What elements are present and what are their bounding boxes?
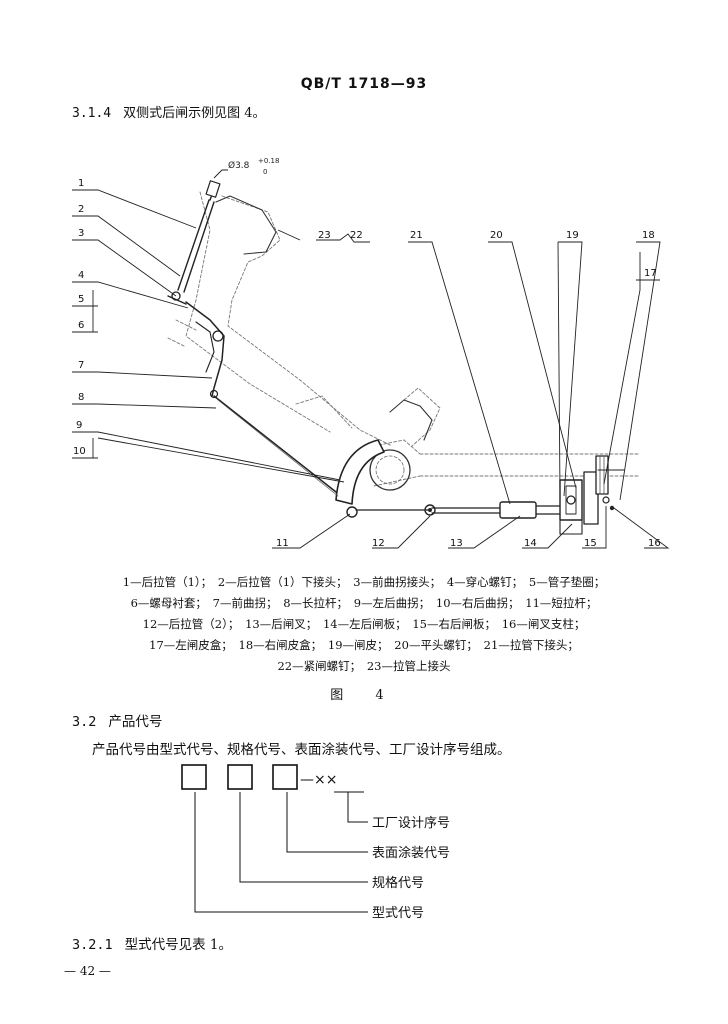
label-bottom-11: 11	[276, 538, 289, 549]
through-bolt	[212, 330, 224, 342]
label-left-6: 6	[78, 320, 84, 331]
code-label-type: 型式代号	[372, 906, 424, 921]
section-3-1-4: 3.1.4 双侧式后闸示例见图 4。	[72, 102, 266, 121]
label-bottom-16: 16	[648, 538, 661, 549]
label-left-4: 4	[78, 270, 84, 281]
section-number: 3.2	[72, 714, 97, 730]
label-bottom-14: 14	[524, 538, 537, 549]
label-bottom-15: 15	[584, 538, 597, 549]
label-top-23: 23	[318, 230, 331, 241]
tolerance-lower: 0	[263, 168, 267, 176]
brake-plate-right	[583, 471, 599, 525]
legend-line: 1—后拉管（1）； 2—后拉管（1）下接头； 3—前曲拐接头； 4—穿心螺钉； …	[122, 575, 606, 589]
label-left-7: 7	[78, 360, 84, 371]
code-box-spec	[227, 764, 253, 790]
code-label-factory-serial: 工厂设计序号	[372, 816, 450, 831]
tolerance-main: Ø3.8	[228, 160, 250, 171]
pivot-11	[346, 506, 358, 518]
legend-line: 12—后拉管（2）； 13—后闸叉； 14—左后闸板； 15—右后闸板； 16—…	[142, 617, 586, 631]
lower-joint	[499, 501, 537, 519]
legend-line: 22—紧闸螺钉； 23—拉管上接头	[277, 659, 451, 673]
section-number: 3.1.4	[72, 106, 112, 121]
label-top-20: 20	[490, 230, 503, 241]
label-top-17: 17	[644, 268, 657, 279]
long-pull-rod	[213, 395, 337, 493]
label-left-3: 3	[78, 228, 84, 239]
legend-line: 17—左闸皮盒； 18—右闸皮盒； 19—闸皮； 20—平头螺钉； 21—拉管下…	[149, 638, 579, 652]
code-label-coating: 表面涂装代号	[372, 845, 450, 861]
section-title: 产品代号	[108, 714, 163, 730]
section-number: 3.2.1	[72, 937, 113, 953]
label-top-18: 18	[642, 230, 655, 241]
page-number: — 42 —	[64, 964, 111, 978]
code-suffix: —××	[300, 772, 337, 788]
rear-crank-arc	[335, 439, 385, 505]
brake-assembly-drawing: Ø3.8 +0.18 0 1 2 3 4	[72, 157, 670, 549]
rear-pull-tube-1	[177, 183, 217, 293]
tolerance-upper: +0.18	[258, 157, 279, 165]
label-top-19: 19	[566, 230, 579, 241]
code-box-coating	[272, 764, 298, 790]
label-left-2: 2	[78, 204, 84, 215]
legend-line: 6—螺母衬套； 7—前曲拐； 8—长拉杆； 9—左后曲拐； 10—右后曲拐； 1…	[130, 596, 598, 610]
product-code-diagram: —×× 工厂设计序号 表面涂装代号 规格代号 型式代号	[181, 764, 450, 921]
label-left-5: 5	[78, 294, 84, 305]
label-left-10: 10	[73, 446, 86, 457]
label-bottom-13: 13	[450, 538, 463, 549]
rear-pull-tube-2	[431, 507, 503, 514]
label-top-21: 21	[410, 230, 423, 241]
label-top-22: 22	[350, 230, 363, 241]
hub-circle	[369, 449, 411, 491]
label-left-8: 8	[78, 392, 84, 403]
code-label-spec: 规格代号	[372, 875, 424, 891]
standard-number-header: QB/T 1718—93	[300, 76, 428, 92]
frame-solid	[215, 195, 433, 441]
section-3-2-1: 3.2.1 型式代号见表 1。	[72, 933, 232, 953]
label-bottom-12: 12	[372, 538, 385, 549]
section-3-2-body: 产品代号由型式代号、规格代号、表面涂装代号、工厂设计序号组成。	[92, 742, 511, 758]
brake-pad-box	[595, 455, 609, 495]
label-left-1: 1	[78, 178, 84, 189]
label-left-9: 9	[76, 420, 82, 431]
section-text: 型式代号见表 1。	[124, 937, 233, 953]
brake-plate-left	[559, 479, 583, 521]
figure-caption: 图 4	[330, 688, 398, 703]
section-3-2: 3.2 产品代号	[72, 710, 162, 730]
code-box-type	[181, 764, 207, 790]
front-crank	[185, 301, 225, 397]
section-text: 双侧式后闸示例见图 4。	[123, 106, 266, 121]
